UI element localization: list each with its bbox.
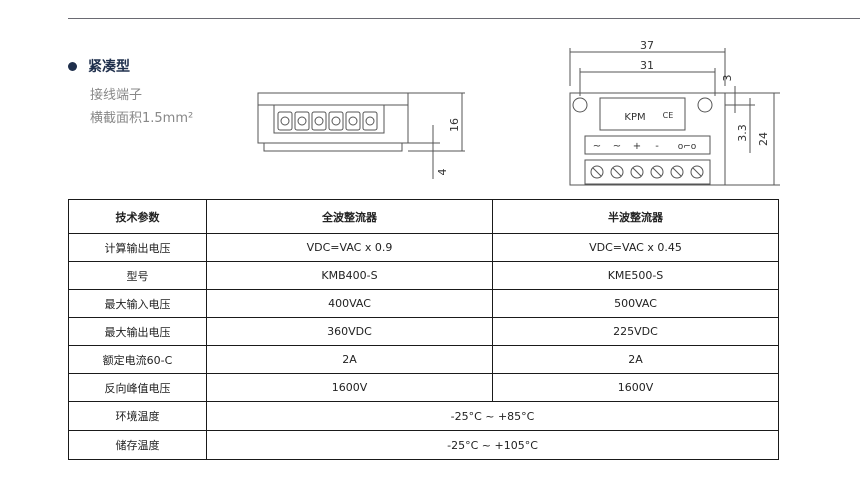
label-plate [599, 97, 686, 131]
section-title: 紧凑型 [88, 59, 130, 75]
full-wave-value: 360VDC [206, 317, 493, 346]
half-wave-value: KME500-S [492, 261, 779, 290]
row-label: 型号 [68, 261, 207, 290]
half-wave-value: 2A [492, 345, 779, 374]
header-half-wave: 半波整流器 [492, 199, 779, 234]
dim-label-3-3: 3.3 [736, 124, 749, 142]
mount-hole-right [697, 97, 713, 113]
table-row-merged: 环境温度 -25°C ~ +85°C [68, 401, 779, 431]
module-body [569, 92, 726, 186]
half-wave-value: 225VDC [492, 317, 779, 346]
dim-label-3: 3 [721, 75, 734, 82]
terminal-block [273, 104, 385, 134]
table-row: 额定电流60-C 2A 2A [68, 345, 779, 374]
row-label: 最大输出电压 [68, 317, 207, 346]
full-wave-value: 2A [206, 345, 493, 374]
row-label: 最大输入电压 [68, 289, 207, 318]
half-wave-value: 500VAC [492, 289, 779, 318]
table-row: 最大输入电压 400VAC 500VAC [68, 289, 779, 318]
side-base-plate [263, 142, 403, 152]
merged-value: -25°C ~ +105°C [206, 430, 779, 460]
section-subtitle-cross-section: 横截面积1.5mm² [90, 111, 194, 126]
top-divider [68, 18, 860, 19]
half-wave-value: 1600V [492, 373, 779, 402]
top-view-drawing: 37 31 KPM CE ~ ~ + - o⌐o 3 3.3 24 [569, 39, 780, 186]
terminal-row [584, 159, 711, 185]
merged-value: -25°C ~ +85°C [206, 401, 779, 431]
table-row: 最大输出电压 360VDC 225VDC [68, 317, 779, 346]
table-row: 计算输出电压 VDC=VAC x 0.9 VDC=VAC x 0.45 [68, 233, 779, 262]
full-wave-value: VDC=VAC x 0.9 [206, 233, 493, 262]
mount-hole-left [572, 97, 588, 113]
terminal-mark-ac1: ~ [593, 141, 601, 152]
full-wave-value: KMB400-S [206, 261, 493, 290]
half-wave-value: VDC=VAC x 0.45 [492, 233, 779, 262]
row-label: 额定电流60-C [68, 345, 207, 374]
header-full-wave: 全波整流器 [206, 199, 493, 234]
dim-label-24: 24 [757, 132, 770, 146]
row-label: 计算输出电压 [68, 233, 207, 262]
terminal-mark-switch: o⌐o [678, 142, 697, 152]
table-row-merged: 储存温度 -25°C ~ +105°C [68, 430, 779, 460]
table-row: 反向峰值电压 1600V 1600V [68, 373, 779, 402]
dim-label-16: 16 [448, 118, 461, 132]
row-label: 反向峰值电压 [68, 373, 207, 402]
bullet-icon [68, 61, 77, 71]
dim-label-37: 37 [640, 39, 654, 52]
row-label: 环境温度 [68, 401, 207, 431]
terminal-mark-minus: - [655, 141, 659, 152]
terminal-mark-plus: + [633, 141, 641, 152]
table-row: 型号 KMB400-S KME500-S [68, 261, 779, 290]
ce-mark: CE [663, 111, 674, 120]
side-view-drawing: 16 4 [257, 92, 465, 179]
row-label: 储存温度 [68, 430, 207, 460]
terminal-mark-ac2: ~ [613, 141, 621, 152]
table-header-row: 技术参数 全波整流器 半波整流器 [68, 199, 779, 234]
marking-strip [584, 135, 711, 155]
dim-label-31: 31 [640, 59, 654, 72]
section-header: 紧凑型 [68, 56, 130, 76]
full-wave-value: 400VAC [206, 289, 493, 318]
dim-label-4: 4 [436, 169, 449, 176]
header-parameter: 技术参数 [68, 199, 207, 234]
section-subtitle-terminal: 接线端子 [90, 88, 143, 103]
full-wave-value: 1600V [206, 373, 493, 402]
spec-table: 技术参数 全波整流器 半波整流器 计算输出电压 VDC=VAC x 0.9 VD… [68, 199, 779, 460]
brand-label: KPM [624, 112, 645, 123]
